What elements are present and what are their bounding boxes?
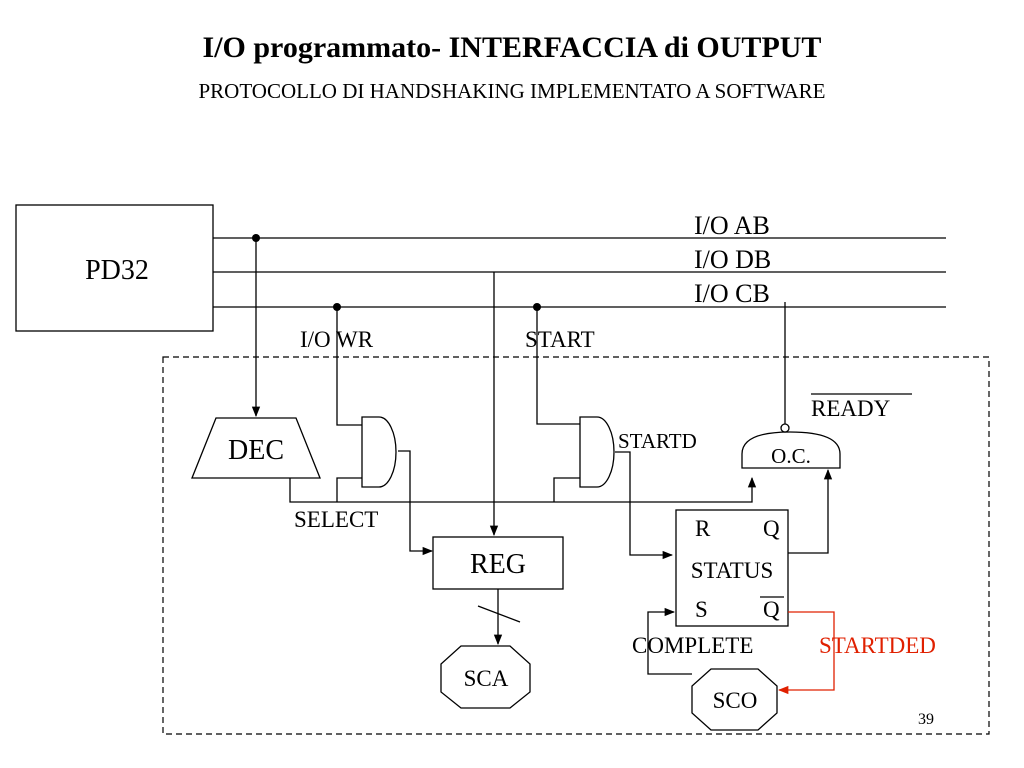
- complete-label: COMPLETE: [632, 633, 753, 658]
- ready-label: READY: [811, 396, 891, 421]
- select-label: SELECT: [294, 507, 378, 532]
- reg-block: [432, 536, 564, 590]
- io-db-label: I/O DB: [694, 245, 771, 274]
- oc-gate: [741, 431, 841, 469]
- bus-slash-mark: [477, 605, 521, 623]
- startded-label: STARTDED: [819, 633, 936, 658]
- select-to-and2-line: [553, 477, 580, 502]
- sco-block: [691, 668, 778, 731]
- status-flipflop: [675, 509, 789, 627]
- io-wr-label: I/O WR: [300, 327, 374, 352]
- status-qbar-label: Q: [763, 597, 780, 622]
- start-line: [536, 307, 580, 425]
- status-s-label: S: [695, 597, 708, 622]
- sca-label: SCA: [464, 666, 509, 691]
- start-label: START: [525, 327, 595, 352]
- status-r-label: R: [695, 516, 711, 541]
- io-cb-label: I/O CB: [694, 279, 770, 308]
- dec-block: [191, 417, 321, 479]
- page-subtitle: PROTOCOLLO DI HANDSHAKING IMPLEMENTATO A…: [199, 79, 826, 103]
- startd-line: [615, 451, 674, 560]
- io-wr-line: [336, 307, 362, 426]
- status-name-label: STATUS: [691, 558, 774, 583]
- and-gate-write: [361, 416, 397, 488]
- status-q-label: Q: [763, 516, 780, 541]
- pd32-block: [15, 204, 214, 332]
- interface-boundary: [162, 356, 990, 735]
- startd-label: STARTD: [618, 429, 697, 453]
- and1-to-reg-line: [398, 450, 434, 556]
- and-gate-start: [579, 416, 615, 488]
- io-ab-label: I/O AB: [694, 211, 770, 240]
- page-number: 39: [918, 711, 934, 728]
- dec-label: DEC: [228, 435, 284, 466]
- startded-line: [777, 611, 835, 695]
- sco-label: SCO: [713, 688, 758, 713]
- reg-label: REG: [470, 549, 526, 580]
- q-to-oc-line: [788, 468, 833, 554]
- pd32-label: PD32: [85, 255, 149, 286]
- select-line: [289, 476, 757, 503]
- page-title: I/O programmato- INTERFACCIA di OUTPUT: [203, 31, 822, 64]
- inversion-bubble: [780, 423, 790, 433]
- complete-line: [647, 607, 692, 675]
- oc-label: O.C.: [771, 444, 811, 468]
- sca-block: [440, 645, 531, 709]
- select-to-and1-line: [336, 477, 362, 502]
